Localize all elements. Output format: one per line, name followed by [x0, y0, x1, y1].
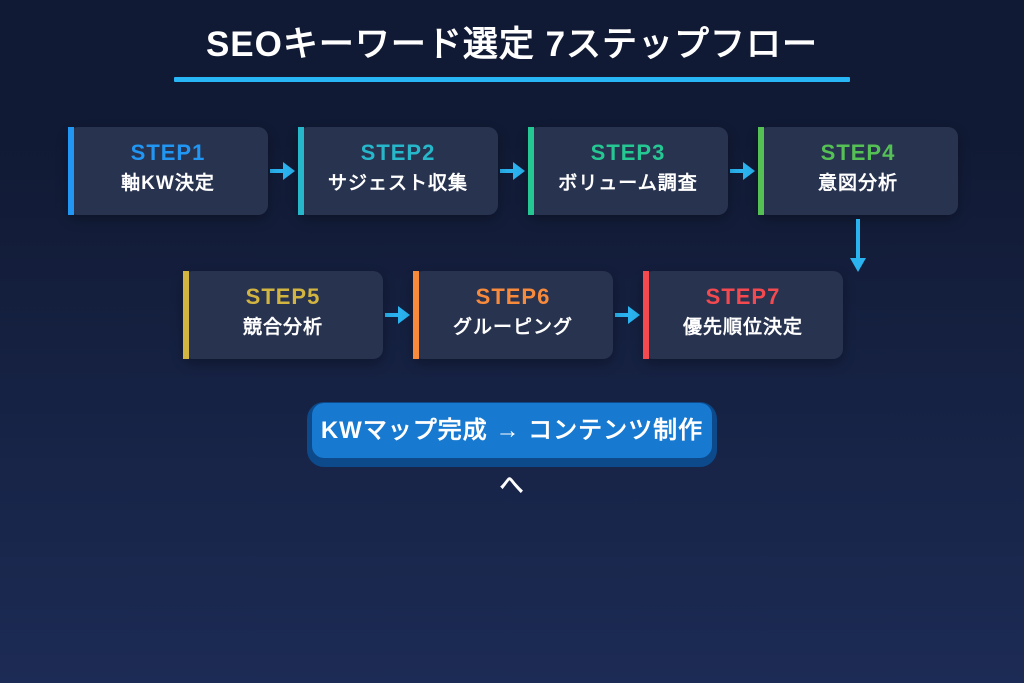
step-accent-bar	[643, 271, 649, 359]
step-label: STEP7	[705, 284, 781, 309]
step-label: STEP1	[130, 140, 206, 165]
arrow-right-icon	[728, 127, 758, 215]
flow-row-2: STEP5 競合分析 STEP6 グルーピング STEP7 優先順位決定	[183, 271, 843, 359]
step-accent-bar	[413, 271, 419, 359]
page-header: SEOキーワード選定 7ステップフロー	[0, 24, 1024, 82]
step-accent-bar	[68, 127, 74, 215]
step-label: STEP5	[245, 284, 321, 309]
step-label: STEP4	[820, 140, 896, 165]
cta-button[interactable]: KWマップ完成 → コンテンツ制作へ	[312, 403, 712, 499]
arrow-right-icon	[268, 127, 298, 215]
step-name: 競合分析	[242, 317, 323, 338]
title-underline	[174, 77, 850, 82]
step-card-5: STEP5 競合分析	[183, 271, 383, 359]
step-card-4: STEP4 意図分析	[758, 127, 958, 215]
step-card-6: STEP6 グルーピング	[413, 271, 613, 359]
step-name: ボリューム調査	[558, 173, 698, 194]
step-name: 軸KW決定	[121, 173, 215, 194]
step-card-3: STEP3 ボリューム調査	[528, 127, 728, 215]
step-name: グルーピング	[452, 317, 573, 338]
step-accent-bar	[183, 271, 189, 359]
arrow-right-icon	[613, 271, 643, 359]
step-card-1: STEP1 軸KW決定	[68, 127, 268, 215]
arrow-down-icon	[849, 219, 867, 273]
step-accent-bar	[528, 127, 534, 215]
step-label: STEP6	[475, 284, 551, 309]
arrow-right-icon	[498, 127, 528, 215]
arrow-right-icon	[383, 271, 413, 359]
step-card-2: STEP2 サジェスト収集	[298, 127, 498, 215]
step-accent-bar	[298, 127, 304, 215]
page-title: SEOキーワード選定 7ステップフロー	[205, 25, 819, 64]
flow-row-1: STEP1 軸KW決定 STEP2 サジェスト収集 STEP3 ボリューム調査	[68, 127, 958, 215]
step-card-7: STEP7 優先順位決定	[643, 271, 843, 359]
step-name: サジェスト収集	[327, 173, 468, 194]
step-label: STEP3	[590, 140, 666, 165]
step-name: 優先順位決定	[682, 317, 803, 338]
step-name: 意図分析	[817, 173, 898, 194]
step-label: STEP2	[360, 140, 436, 165]
step-accent-bar	[758, 127, 764, 215]
